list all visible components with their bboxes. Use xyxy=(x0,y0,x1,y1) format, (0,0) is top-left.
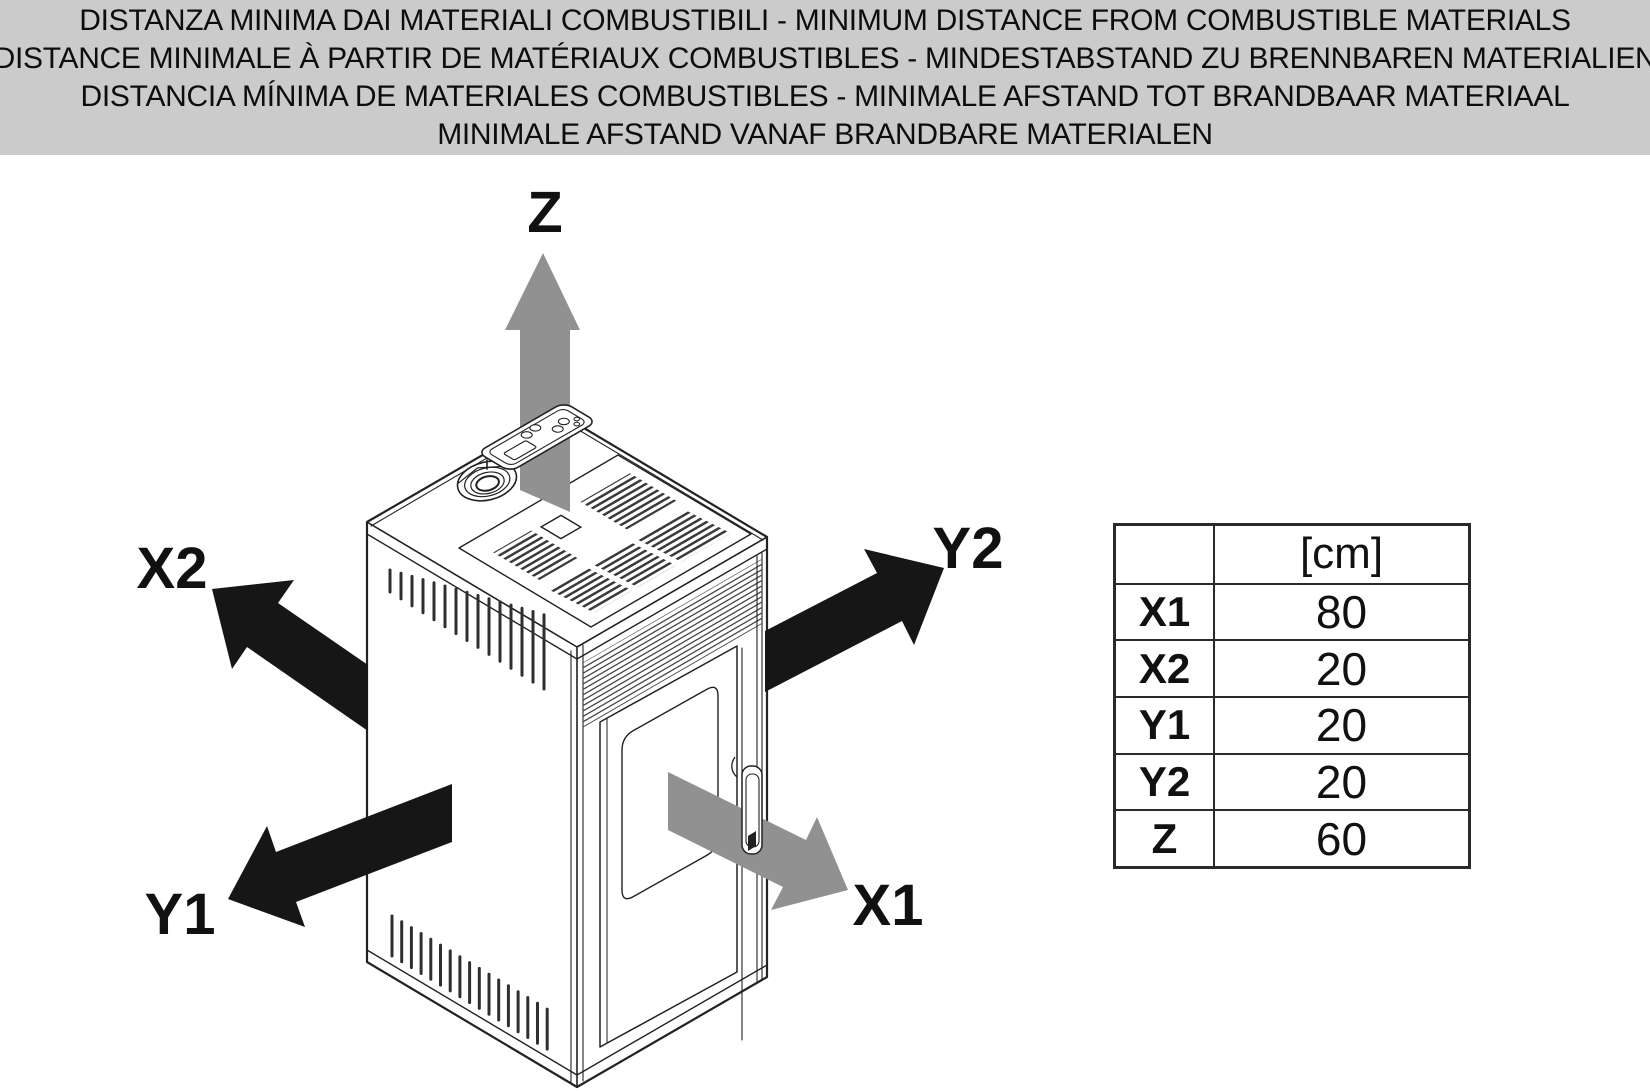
row-value-y1: 20 xyxy=(1213,698,1468,753)
table-corner-cell xyxy=(1116,526,1213,583)
control-panel-display xyxy=(503,440,537,460)
y2-arrow xyxy=(765,549,944,692)
row-label-z: Z xyxy=(1151,814,1178,862)
row-value-z: 60 xyxy=(1213,811,1468,866)
table-unit-header: [cm] xyxy=(1213,526,1468,583)
row-label-y2: Y2 xyxy=(1138,757,1191,805)
table-row: X1 80 xyxy=(1116,582,1468,640)
row-label-x2: X2 xyxy=(1138,644,1191,692)
title-line-it-en: DISTANZA MINIMA DAI MATERIALI COMBUSTIBI… xyxy=(79,3,1571,37)
control-panel-buttons xyxy=(517,408,585,448)
base-plinth-lines xyxy=(366,949,768,1076)
table-row: Z 60 xyxy=(1116,809,1468,866)
door-glass-window xyxy=(621,686,719,900)
y1-arrow xyxy=(228,784,452,927)
row-value-x1: 80 xyxy=(1213,584,1468,640)
door-handle xyxy=(731,756,763,855)
table-row: X2 20 xyxy=(1116,639,1468,696)
z-arrow-label: Z xyxy=(527,180,562,245)
stove-isometric-drawing xyxy=(365,410,769,1089)
y1-arrow-label: Y1 xyxy=(145,882,216,947)
stove-top-slab-band xyxy=(366,533,768,660)
title-line-es-nl: DISTANCIA MÍNIMA DE MATERIALES COMBUSTIB… xyxy=(80,79,1570,113)
side-vent-slots-upper xyxy=(388,568,546,691)
top-plate-handle xyxy=(541,515,581,538)
x2-arrow-label: X2 xyxy=(137,536,208,601)
table-row: Y2 20 xyxy=(1116,752,1468,810)
control-panel xyxy=(477,402,596,472)
title-line-fr-de: DISTANCE MINIMALE À PARTIR DE MATÉRIAUX … xyxy=(0,41,1650,75)
row-value-x2: 20 xyxy=(1213,641,1468,696)
clearance-table: [cm] X1 80 X2 20 Y1 20 Y2 20 Z 60 xyxy=(1113,523,1471,869)
row-label-x1: X1 xyxy=(1138,587,1191,635)
side-vent-slots-lower xyxy=(390,914,549,1051)
stove-top-edges xyxy=(366,521,768,1088)
front-louver-vent xyxy=(582,559,762,728)
x2-arrow xyxy=(212,580,368,731)
row-label-y1: Y1 xyxy=(1138,701,1191,749)
top-grille-vents xyxy=(493,473,731,613)
flue-outlet-collar xyxy=(456,460,518,502)
table-header-row: [cm] xyxy=(1116,526,1468,583)
table-row: Y1 20 xyxy=(1116,696,1468,753)
y2-arrow-label: Y2 xyxy=(933,516,1004,581)
stove-door-outline xyxy=(599,645,738,1048)
multilingual-title-banner: DISTANZA MINIMA DAI MATERIALI COMBUSTIBI… xyxy=(0,0,1650,155)
title-line-nl2: MINIMALE AFSTAND VANAF BRANDBARE MATERIA… xyxy=(437,117,1213,151)
row-value-y2: 20 xyxy=(1213,754,1468,810)
x1-arrow-label: X1 xyxy=(853,873,924,938)
